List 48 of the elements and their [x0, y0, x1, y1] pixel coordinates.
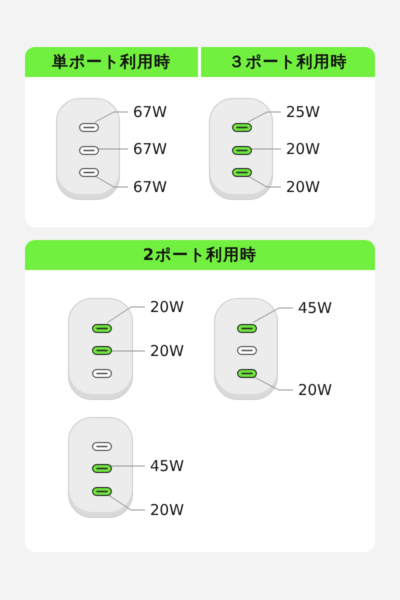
wattage-label: 67W	[133, 177, 175, 197]
usb-port-icon	[237, 368, 257, 378]
leader-line	[250, 148, 282, 150]
charger-drawing	[68, 298, 133, 400]
usb-port-icon	[92, 324, 112, 332]
leader-line	[252, 376, 294, 390]
wattage-label: 20W	[150, 500, 192, 520]
panel	[25, 240, 375, 552]
charger-drawing	[214, 298, 278, 400]
leader-line	[248, 176, 282, 188]
wattage-label: 20W	[150, 297, 192, 317]
wattage-label: 25W	[286, 102, 328, 122]
usb-port-icon	[92, 486, 112, 496]
usb-port-icon	[79, 123, 99, 132]
leader-line	[98, 148, 128, 150]
usb-port-icon	[79, 168, 99, 177]
usb-port-icon	[92, 442, 112, 450]
leader-line	[94, 112, 128, 122]
wattage-label: 45W	[298, 298, 340, 318]
leader-line	[94, 176, 128, 188]
usb-port-icon	[92, 464, 112, 472]
usb-port-icon	[232, 146, 252, 154]
leader-line	[110, 350, 146, 352]
leader-line	[248, 112, 282, 122]
usb-port-icon	[79, 146, 99, 154]
charger-drawing	[56, 98, 120, 200]
section-header: ３ポート利用時	[201, 47, 375, 77]
section-header: 単ポート利用時	[25, 47, 198, 77]
wattage-label: 20W	[286, 177, 328, 197]
charger-drawing	[68, 417, 133, 518]
wattage-label: 45W	[150, 456, 192, 476]
leader-line	[107, 306, 146, 323]
wattage-label: 20W	[298, 380, 340, 400]
panel	[25, 47, 375, 227]
usb-port-icon	[92, 368, 112, 378]
usb-port-icon	[232, 168, 252, 177]
leader-line	[252, 308, 294, 323]
wattage-label: 20W	[150, 341, 192, 361]
usb-port-icon	[92, 346, 112, 354]
wattage-label: 67W	[133, 102, 175, 122]
wattage-label: 20W	[286, 139, 328, 159]
wattage-label: 67W	[133, 139, 175, 159]
usb-port-icon	[237, 346, 257, 354]
usb-port-icon	[237, 324, 257, 332]
leader-line	[107, 494, 146, 510]
section-header: 2ポート利用時	[25, 240, 375, 270]
usb-port-icon	[232, 123, 252, 132]
charger-drawing	[209, 98, 273, 200]
